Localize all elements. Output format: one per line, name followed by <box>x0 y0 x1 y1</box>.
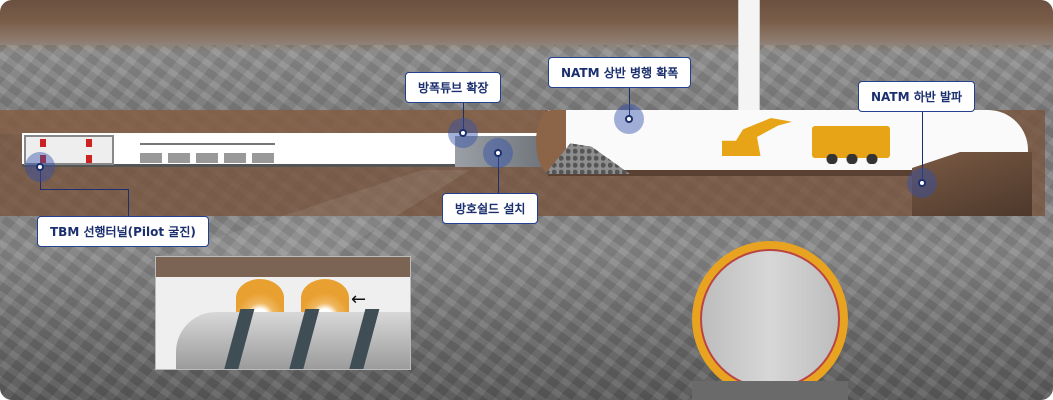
tbm-machine <box>24 135 114 165</box>
label-shield: 방호쉴드 설치 <box>442 193 539 224</box>
vertical-shaft <box>738 0 760 114</box>
marker-natm-upper[interactable] <box>614 104 644 134</box>
marker-shield[interactable] <box>483 138 513 168</box>
lower-bench <box>912 152 1032 216</box>
tunnel-floor <box>548 170 1018 176</box>
upper-zone <box>0 110 545 134</box>
muck-train <box>140 143 275 163</box>
marker-blast-tube[interactable] <box>448 118 478 148</box>
label-natm-lower: NATM 하반 발파 <box>858 81 976 112</box>
marker-tbm[interactable] <box>25 152 55 182</box>
marker-natm-lower[interactable] <box>907 168 937 198</box>
label-blast-tube: 방폭튜브 확장 <box>405 72 502 103</box>
dump-truck <box>812 126 890 164</box>
tunnel-cross-section <box>692 241 848 400</box>
label-tbm-pilot: TBM 선행터널(Pilot 굴진) <box>37 216 209 247</box>
arrow-left-icon: ← <box>351 289 367 310</box>
label-natm-upper: NATM 상반 병행 확폭 <box>548 57 692 88</box>
shield-detail-inset: ← <box>155 256 411 370</box>
